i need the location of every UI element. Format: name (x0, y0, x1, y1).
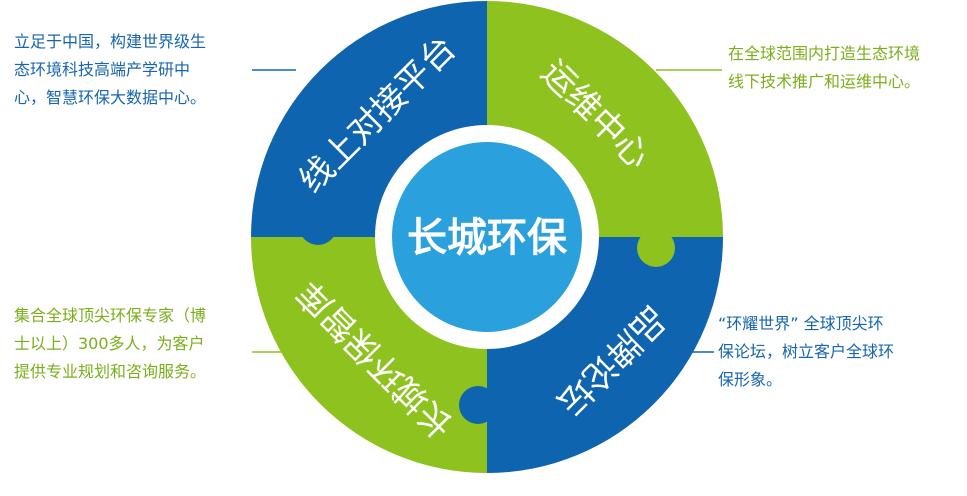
note-bottom-right: “环耀世界” 全球顶尖环 保论坛，树立客户全球环 保形象。 (718, 310, 967, 394)
puzzle-tab-bottom (459, 386, 497, 424)
note-line: 士以上）300多人，为客户 (14, 334, 205, 353)
note-top-right: 在全球范围内打造生态环境 线下技术推广和运维中心。 (728, 40, 964, 96)
note-line: 保形象。 (718, 370, 783, 389)
puzzle-tab-left (299, 207, 337, 245)
note-top-left: 立足于中国，构建世界级生 态环境科技高端产学研中 心，智慧环保大数据中心。 (14, 28, 264, 112)
note-line: 保论坛，树立客户全球环 (718, 342, 895, 361)
note-line: 提供专业规划和咨询服务。 (14, 362, 207, 381)
note-line: 线下技术推广和运维中心。 (728, 72, 921, 91)
note-bottom-left: 集合全球顶尖环保专家（博 士以上）300多人，为客户 提供专业规划和咨询服务。 (14, 302, 264, 386)
center-label: 长城环保 (407, 215, 568, 261)
note-line: 在全球范围内打造生态环境 (728, 44, 921, 63)
puzzle-tab-right (637, 229, 675, 267)
center-circle (392, 142, 582, 332)
note-line: “环耀世界” 全球顶尖环 (718, 314, 884, 333)
note-line: 态环境科技高端产学研中 (14, 60, 191, 79)
note-line: 心，智慧环保大数据中心。 (14, 88, 207, 107)
note-line: 集合全球顶尖环保专家（博 (14, 306, 207, 325)
note-line: 立足于中国，构建世界级生 (14, 32, 207, 51)
